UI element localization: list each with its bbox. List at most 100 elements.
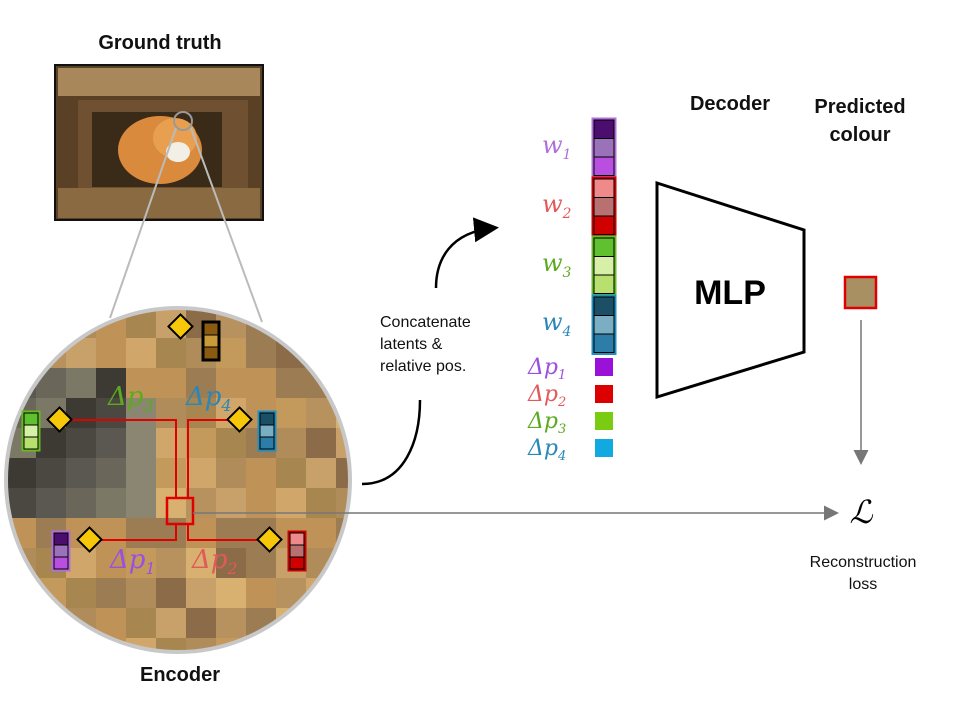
encoder-latent-stack xyxy=(21,410,41,452)
predicted-title-line2: colour xyxy=(829,124,891,146)
concat-line-2: latents & xyxy=(380,336,443,353)
latent-w4 xyxy=(591,294,617,355)
ground-truth-title: Ground truth xyxy=(98,32,222,54)
pixel-cell xyxy=(36,488,66,518)
stack-cell xyxy=(203,334,219,348)
predicted-colour-swatch xyxy=(843,275,878,310)
latent-w3 xyxy=(591,235,617,296)
predicted-colour-title: Predicted colour xyxy=(790,93,930,149)
encoder-to-concat-curve xyxy=(361,399,422,486)
pixel-cell xyxy=(126,548,156,578)
pixel-cell xyxy=(216,548,246,578)
delta-swatch-1 xyxy=(595,358,613,376)
pixel-cell xyxy=(66,428,96,458)
pixel-cell xyxy=(186,368,216,398)
encoder-pixel-grid xyxy=(6,308,350,652)
latent-w2 xyxy=(591,176,617,237)
pixel-cell xyxy=(6,338,36,368)
pixel-cell xyxy=(216,518,246,548)
pixel-cell xyxy=(156,638,186,652)
pixel-cell xyxy=(276,638,306,652)
pixel-cell xyxy=(96,548,126,578)
pixel-cell xyxy=(66,638,96,652)
pixel-cell xyxy=(66,578,96,608)
pixel-cell xyxy=(96,578,126,608)
mlp-decoder-shape xyxy=(655,180,806,400)
pixel-cell xyxy=(246,458,276,488)
pixel-cell xyxy=(306,518,336,548)
stack-cell xyxy=(259,412,275,426)
encoder-latent-stack xyxy=(51,530,71,572)
pixel-cell xyxy=(186,458,216,488)
latent-border xyxy=(591,294,617,355)
latent-cell xyxy=(593,333,615,353)
stack-cell xyxy=(203,322,219,336)
pixel-cell xyxy=(216,578,246,608)
latent-label-w2: w2 xyxy=(542,190,572,222)
latent-cell xyxy=(593,156,615,176)
pixel-cell xyxy=(6,308,36,338)
loss-line-2: loss xyxy=(848,576,878,593)
latent-cell xyxy=(593,215,615,235)
pixel-cell xyxy=(126,458,156,488)
latent-cell xyxy=(593,119,615,139)
latent-label-w1: w1 xyxy=(542,131,571,163)
pixel-cell xyxy=(186,578,216,608)
encoder-delta-label: Δp4 xyxy=(185,382,232,415)
pixel-cell xyxy=(276,578,306,608)
pixel-cell xyxy=(336,548,350,578)
pixel-cell xyxy=(96,428,126,458)
decoder-title: Decoder xyxy=(689,93,771,115)
pixel-cell xyxy=(216,428,246,458)
loss-caption: Reconstruction loss xyxy=(790,552,936,596)
pixel-cell xyxy=(66,458,96,488)
pixel-cell xyxy=(66,548,96,578)
concat-arrow xyxy=(434,217,499,289)
stack-cell xyxy=(53,532,69,546)
pixel-cell xyxy=(336,608,350,638)
anchor-diamond-top xyxy=(167,313,194,340)
pixel-cell xyxy=(336,578,350,608)
stack-cell xyxy=(289,556,305,570)
delta-swatch-3 xyxy=(595,412,613,430)
pixel-cell xyxy=(336,458,350,488)
latent-cell xyxy=(593,274,615,294)
query-pixel xyxy=(165,496,195,526)
encoder-latent-stack xyxy=(201,320,221,362)
latent-cell xyxy=(593,197,615,217)
mlp-label: MLP xyxy=(694,274,766,312)
pixel-cell xyxy=(186,428,216,458)
encoder-connections xyxy=(60,419,270,541)
pixel-cell xyxy=(156,338,186,368)
stack-cell xyxy=(53,544,69,558)
pixel-cell xyxy=(126,338,156,368)
pixel-cell xyxy=(306,608,336,638)
pixel-cell xyxy=(276,368,306,398)
pixel-cell xyxy=(276,458,306,488)
pixel-cell xyxy=(126,518,156,548)
pixel-cell xyxy=(306,308,336,338)
pixel-cell xyxy=(216,338,246,368)
stack-cell xyxy=(289,544,305,558)
pixel-cell xyxy=(306,638,336,652)
pixel-cell xyxy=(36,368,66,398)
pixel-cell xyxy=(66,368,96,398)
concatenated-latents xyxy=(591,117,617,355)
pixel-cell xyxy=(276,398,306,428)
pixel-cell xyxy=(186,398,216,428)
delta-swatch-2 xyxy=(595,385,613,403)
pixel-cell xyxy=(156,458,186,488)
stack-cell xyxy=(203,346,219,360)
pixel-cell xyxy=(96,398,126,428)
pixel-cell xyxy=(36,308,66,338)
pixel-cell xyxy=(156,518,186,548)
pixel-cell xyxy=(96,368,126,398)
pixel-cell xyxy=(216,458,246,488)
zoom-line-left xyxy=(109,127,177,319)
pixel-cell xyxy=(306,338,336,368)
pixel-cell xyxy=(36,608,66,638)
pixel-cell xyxy=(186,518,216,548)
anchor-diamond-3 xyxy=(46,406,73,433)
